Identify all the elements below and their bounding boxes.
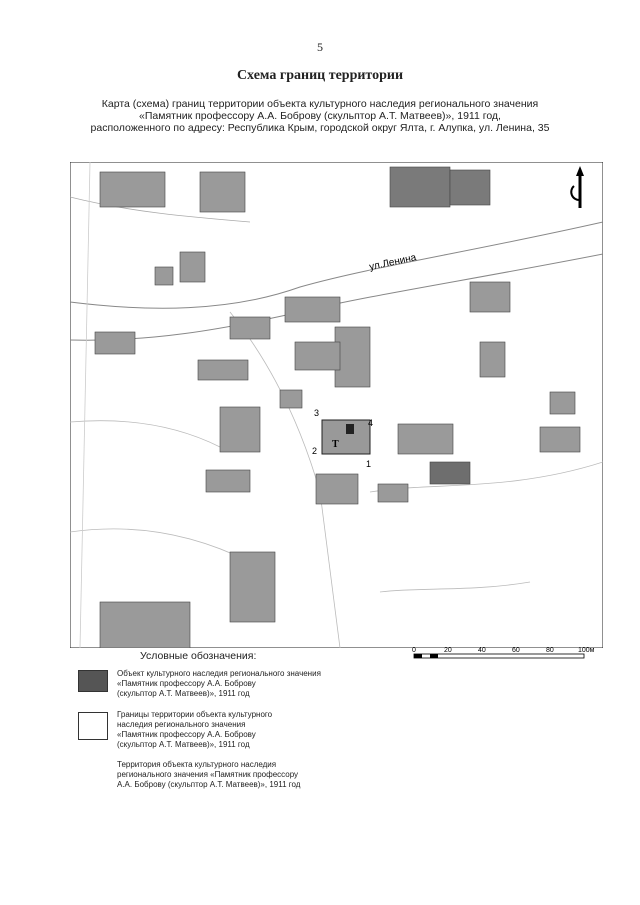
buildings: [94, 166, 581, 648]
legend-item-object: Объект культурного наследия региональног…: [117, 669, 347, 699]
legend-swatch-object: [78, 670, 108, 692]
point-label-3: 3: [314, 408, 319, 418]
road: [70, 221, 603, 309]
scale-tick-60: 60: [512, 647, 520, 654]
legend-item1-line3: (скульптор А.Т. Матвеев)», 1911 год: [117, 689, 250, 698]
north-arrow-icon: [570, 166, 584, 208]
scale-tick-40: 40: [478, 647, 486, 654]
point-label-1: 1: [366, 459, 371, 469]
legend-item1-line2: «Памятник профессору А.А. Боброву: [117, 679, 256, 688]
scale-tick-20: 20: [444, 647, 452, 654]
scale-tick-100: 100м: [578, 647, 595, 654]
object-label: Т: [332, 439, 339, 450]
site-map: Т 1 2 3 4 ул.Ленина: [70, 162, 603, 648]
legend-item3-line3: А.А. Боброву (скульптор А.Т. Матвеев)», …: [117, 780, 301, 789]
scale-bar: 0 20 40 60 80 100м: [412, 647, 595, 659]
subtitle-line-3: расположенного по адресу: Республика Кры…: [90, 122, 550, 134]
legend-item3-line1: Территория объекта культурного наследия: [117, 760, 277, 769]
legend-item3-line2: регионального значения «Памятник професс…: [117, 770, 299, 779]
scale-tick-80: 80: [546, 647, 554, 654]
scale-tick-0: 0: [412, 647, 416, 654]
legend-item-territory: Территория объекта культурного наследия …: [117, 760, 347, 790]
point-label-4: 4: [368, 418, 373, 428]
legend-item2-line1: Границы территории объекта культурного: [117, 710, 273, 719]
legend-item-boundary: Границы территории объекта культурного н…: [117, 710, 347, 750]
legend-item2-line4: (скульптор А.Т. Матвеев)», 1911 год: [117, 740, 250, 749]
page-title: Схема границ территории: [236, 68, 404, 83]
subtitle-line-2: «Памятник профессору А.А. Боброву (скуль…: [139, 110, 501, 122]
legend-item1-line1: Объект культурного наследия региональног…: [117, 669, 321, 678]
legend-item2-line3: «Памятник профессору А.А. Боброву: [117, 730, 256, 739]
heritage-object: Т: [321, 419, 371, 455]
legend-item2-line2: наследия регионального значения: [117, 720, 246, 729]
legend-swatch-boundary: [78, 712, 108, 740]
subtitle-line-1: Карта (схема) границ территории объекта …: [101, 98, 539, 110]
legend-title: Условные обозначения:: [140, 650, 257, 662]
page-number: 5: [317, 40, 323, 54]
point-label-2: 2: [312, 446, 317, 456]
